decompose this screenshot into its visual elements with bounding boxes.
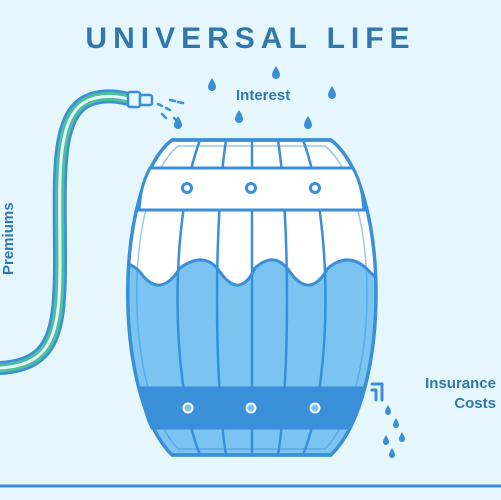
premiums-label: Premiums bbox=[0, 202, 17, 275]
barrel-top-band bbox=[137, 166, 366, 212]
interest-label: Interest bbox=[236, 87, 291, 104]
cost-drops bbox=[383, 405, 405, 458]
hose bbox=[0, 89, 139, 375]
insurance-costs-label-line1: Insurance bbox=[425, 375, 496, 392]
hose-nozzle bbox=[126, 90, 154, 109]
barrel-water bbox=[127, 258, 377, 455]
spigot-icon bbox=[370, 382, 384, 402]
barrel bbox=[126, 138, 378, 457]
interest-drops bbox=[174, 66, 336, 129]
barrel-bottom-band bbox=[139, 386, 364, 430]
diagram-title: UNIVERSAL LIFE bbox=[85, 22, 416, 55]
insurance-costs-label-line2: Costs bbox=[454, 395, 496, 412]
insurance-costs-label: Insurance Costs bbox=[390, 374, 496, 414]
